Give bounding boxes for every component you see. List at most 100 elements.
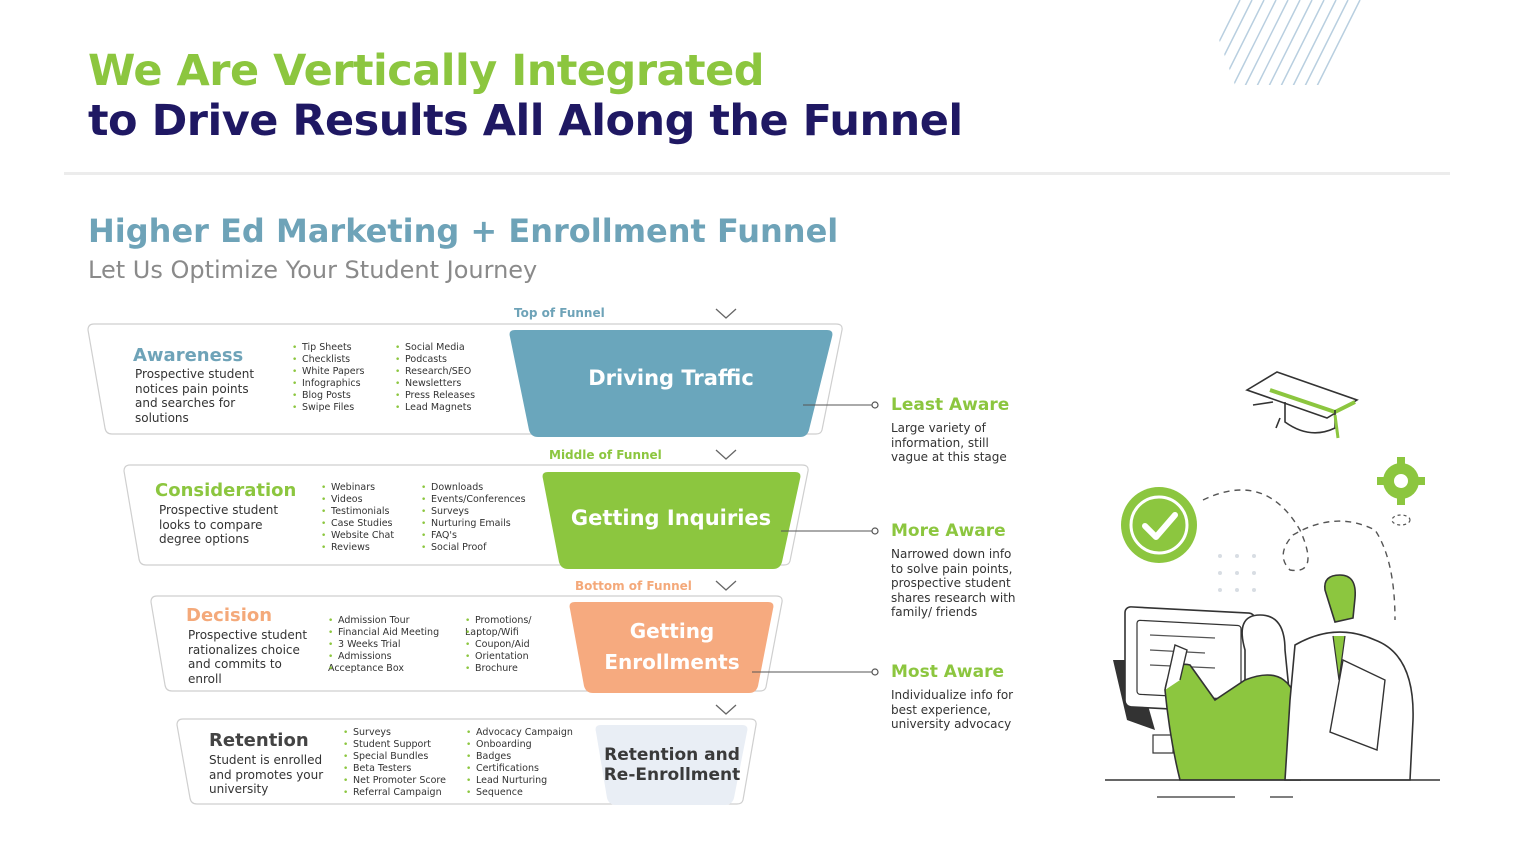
chevron-down-icon [715,704,737,715]
level-desc-most-aware: Individualize info for best experience, … [891,688,1014,731]
level-title-least-aware: Least Aware [891,395,1010,415]
stage-desc-consideration: Prospective student looks to compare deg… [159,503,279,546]
retention-list-1: Surveys Student Support Special Bundles … [343,727,446,799]
segment-retention [595,725,748,805]
list-item: Social Media [395,342,475,354]
list-item: Blog Posts [292,390,365,402]
segment-label-driving-traffic: Driving Traffic [588,366,754,390]
list-item: Events/Conferences [421,494,526,506]
list-item: Admission Tour [328,615,439,627]
retention-list-2: Advocacy Campaign Onboarding Badges Cert… [466,727,573,799]
list-item: Admissions [328,651,439,663]
label-middle-of-funnel: Middle of Funnel [549,448,662,462]
list-item: Promotions/ [465,615,532,627]
list-item: Testimonials [321,506,394,518]
segment-label-getting-enrollments: Getting Enrollments [572,616,772,678]
woman-figure-icon [1164,614,1301,781]
list-item: Webinars [321,482,394,494]
list-item: Onboarding [466,739,573,751]
header-divider [64,172,1450,175]
list-item: Surveys [421,506,526,518]
list-item: Infographics [292,378,365,390]
list-item: Press Releases [395,390,475,402]
list-item: Advocacy Campaign [466,727,573,739]
consideration-list-1: Webinars Videos Testimonials Case Studie… [321,482,394,554]
stage-title-retention: Retention [209,730,309,751]
awareness-list-2: Social Media Podcasts Research/SEO Newsl… [395,342,475,414]
list-item: Certifications [466,763,573,775]
list-item: 3 Weeks Trial [328,639,439,651]
illustration [1105,371,1440,798]
list-item: Financial Aid Meeting [328,627,439,639]
chevron-down-icon [715,308,737,319]
stage-title-consideration: Consideration [155,480,297,501]
page-title-line1: We Are Vertically Integrated [88,46,765,96]
level-title-most-aware: Most Aware [891,662,1005,682]
list-item: Surveys [343,727,446,739]
stage-desc-awareness: Prospective student notices pain points … [135,367,255,425]
list-item: Reviews [321,542,394,554]
list-item: Podcasts [395,354,475,366]
segment-label-getting-inquiries: Getting Inquiries [570,506,772,530]
list-item: Student Support [343,739,446,751]
segment-line: Retention and [604,745,740,765]
list-item: Case Studies [321,518,394,530]
list-item: Net Promoter Score [343,775,446,787]
page-title-line2: to Drive Results All Along the Funnel [88,96,963,146]
list-item: Lead Nurturing [466,775,573,787]
list-item: Laptop/Wifi [465,627,532,639]
list-item: Brochure [465,663,532,675]
list-item: Acceptance Box [328,663,439,675]
segment-driving-traffic [509,330,833,437]
chevron-down-icon [715,449,737,460]
awareness-list-1: Tip Sheets Checklists White Papers Infog… [292,342,365,414]
chevron-down-icon [715,580,737,591]
label-bottom-of-funnel: Bottom of Funnel [575,579,692,593]
hatch-pattern-decoration [1205,0,1365,85]
checkmark-badge-icon [1121,487,1197,563]
list-item: Website Chat [321,530,394,542]
list-item: Special Bundles [343,751,446,763]
list-item: Tip Sheets [292,342,365,354]
list-item: Nurturing Emails [421,518,526,530]
stage-title-awareness: Awareness [133,345,244,366]
list-item: Lead Magnets [395,402,475,414]
segment-line: Getting [629,619,715,643]
list-item: Videos [321,494,394,506]
list-item: Badges [466,751,573,763]
list-item: Social Proof [421,542,526,554]
level-title-more-aware: More Aware [891,521,1006,541]
list-item: Coupon/Aid [465,639,532,651]
stage-desc-decision: Prospective student rationalizes choice … [188,628,308,686]
list-item: Beta Testers [343,763,446,775]
list-item: Research/SEO [395,366,475,378]
section-title: Higher Ed Marketing + Enrollment Funnel [88,212,839,250]
list-item: Referral Campaign [343,787,446,799]
man-figure-icon [1284,574,1414,781]
level-desc-least-aware: Large variety of information, still vagu… [891,421,1007,464]
list-item: Checklists [292,354,365,366]
segment-line: Enrollments [604,650,740,674]
decision-list-1: Admission Tour Financial Aid Meeting 3 W… [328,615,439,675]
monitor-icon [1113,606,1256,754]
list-item: Orientation [465,651,532,663]
stage-desc-retention: Student is enrolled and promotes your un… [209,753,324,796]
section-tagline: Let Us Optimize Your Student Journey [88,256,538,284]
segment-getting-enrollments [569,602,774,693]
segment-label-retention: Retention and Re-Enrollment [596,745,748,785]
list-item: Downloads [421,482,526,494]
list-item: Newsletters [395,378,475,390]
gear-icon [1377,457,1425,526]
list-item: Sequence [466,787,573,799]
label-top-of-funnel: Top of Funnel [514,306,605,320]
stage-title-decision: Decision [186,605,273,626]
segment-getting-inquiries [542,472,801,569]
list-item: White Papers [292,366,365,378]
list-item: FAQ's [421,530,526,542]
level-desc-more-aware: Narrowed down info to solve pain points,… [891,547,1016,619]
list-item: Swipe Files [292,402,365,414]
segment-line: Re-Enrollment [603,765,741,785]
consideration-list-2: Downloads Events/Conferences Surveys Nur… [421,482,526,554]
decision-list-2: Promotions/ Laptop/Wifi Coupon/Aid Orien… [465,615,532,675]
graduation-cap-icon [1245,371,1359,439]
